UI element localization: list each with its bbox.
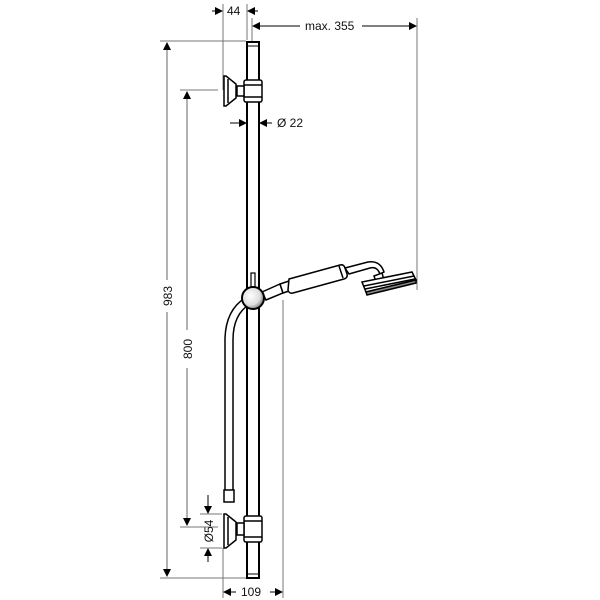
slider-ball xyxy=(241,286,265,310)
bottom-wall-bracket xyxy=(223,513,263,549)
top-wall-bracket xyxy=(223,75,263,107)
dim-983 xyxy=(160,40,246,579)
dim-diameter-54 xyxy=(200,495,222,562)
slider-pin xyxy=(250,272,256,288)
dim-diameter-54-label: Ø54 xyxy=(202,519,216,542)
dim-800-label: 800 xyxy=(181,339,195,359)
dim-109-label: 109 xyxy=(241,585,261,599)
dim-44-label: 44 xyxy=(227,4,241,18)
dim-max-355-label: max. 355 xyxy=(305,19,355,33)
dim-983-label: 983 xyxy=(161,286,175,306)
hand-shower xyxy=(260,260,418,301)
dim-109 xyxy=(222,300,284,598)
dim-max-355 xyxy=(251,18,418,290)
dim-diameter-22-label: Ø 22 xyxy=(277,116,303,130)
dim-44 xyxy=(212,4,258,90)
dim-800 xyxy=(180,89,218,528)
